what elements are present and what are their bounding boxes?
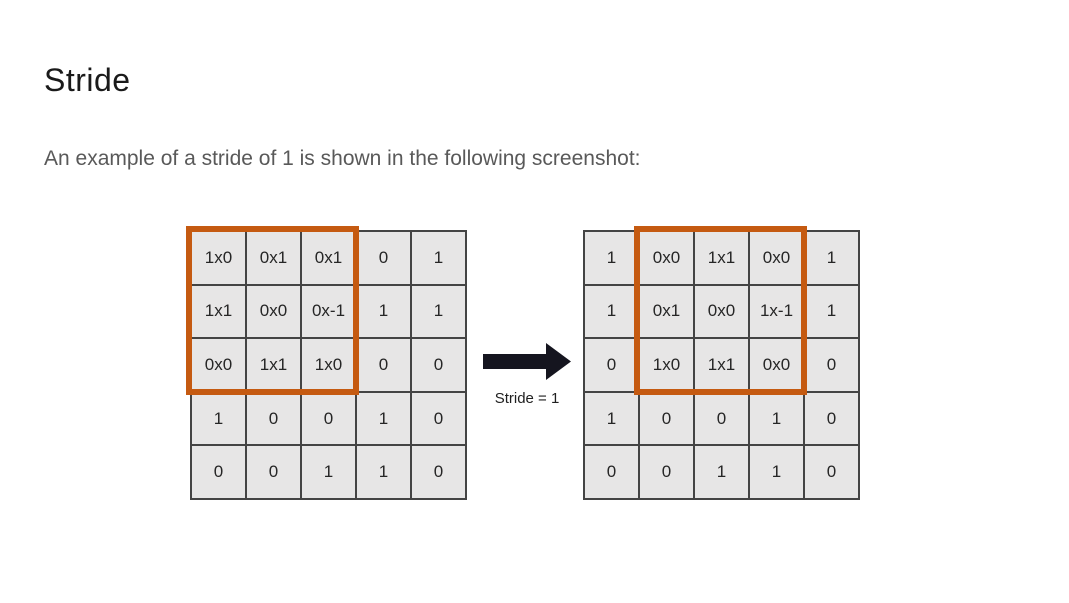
grid-cell: 1x1 xyxy=(695,339,748,391)
grid-cell: 1 xyxy=(357,446,410,498)
grid-cell: 0x0 xyxy=(750,232,803,284)
grid-cell: 0x1 xyxy=(247,232,300,284)
grid-cell: 0 xyxy=(805,339,858,391)
page-title: Stride xyxy=(44,62,131,98)
grid-cell: 0x0 xyxy=(695,285,748,338)
grid-cell: 1 xyxy=(805,232,858,284)
grid-cell: 1 xyxy=(585,285,638,338)
stride-arrow-group: Stride = 1 xyxy=(467,343,587,407)
grid-cell: 1x0 xyxy=(192,232,245,284)
grid-cell: 1 xyxy=(412,285,465,338)
grid-cell: 1 xyxy=(585,392,638,445)
grid-cell: 1 xyxy=(357,392,410,445)
grid-cell: 0x0 xyxy=(192,339,245,391)
grid-cell: 0 xyxy=(585,446,638,498)
grid-cell: 1 xyxy=(585,232,638,284)
grid-cell: 0 xyxy=(640,392,693,445)
grid-cell: 0 xyxy=(412,446,465,498)
grid-cell: 0 xyxy=(805,392,858,445)
grid-cell: 0x0 xyxy=(247,285,300,338)
grid-cell: 0x1 xyxy=(640,285,693,338)
grid-cell: 0x1 xyxy=(302,232,355,284)
grid-cell: 0 xyxy=(805,446,858,498)
grid-cell: 0x0 xyxy=(640,232,693,284)
grid-cell: 1x0 xyxy=(640,339,693,391)
grid-cell: 1 xyxy=(302,446,355,498)
stride-arrow-label: Stride = 1 xyxy=(494,390,560,407)
grid-cell: 0 xyxy=(412,392,465,445)
grid-cell: 1 xyxy=(412,232,465,284)
grid-cell: 0 xyxy=(412,339,465,391)
grid-cell: 1 xyxy=(357,285,410,338)
page-subtitle: An example of a stride of 1 is shown in … xyxy=(44,147,641,170)
grid-cell: 1 xyxy=(750,392,803,445)
grid-cell: 1 xyxy=(695,446,748,498)
grid-cell: 1x1 xyxy=(192,285,245,338)
grid-cell: 1 xyxy=(750,446,803,498)
grid-cell: 1x0 xyxy=(302,339,355,391)
grid-cell: 1x1 xyxy=(695,232,748,284)
grid-cell: 0 xyxy=(357,232,410,284)
grid-cell: 1 xyxy=(805,285,858,338)
grid-cell: 0x0 xyxy=(750,339,803,391)
grid-cell: 0 xyxy=(695,392,748,445)
grid-cell: 0 xyxy=(192,446,245,498)
grid-cell: 0 xyxy=(357,339,410,391)
grid-cell: 1x1 xyxy=(247,339,300,391)
grid-cell: 0 xyxy=(247,446,300,498)
grid-cell: 0 xyxy=(585,339,638,391)
grid-cell: 1x-1 xyxy=(750,285,803,338)
grid-cell: 0 xyxy=(247,392,300,445)
right-arrow-icon xyxy=(483,343,571,380)
grid-cell: 0 xyxy=(302,392,355,445)
grid-cell: 1 xyxy=(192,392,245,445)
grid-cell: 0 xyxy=(640,446,693,498)
grid-cell: 0x-1 xyxy=(302,285,355,338)
